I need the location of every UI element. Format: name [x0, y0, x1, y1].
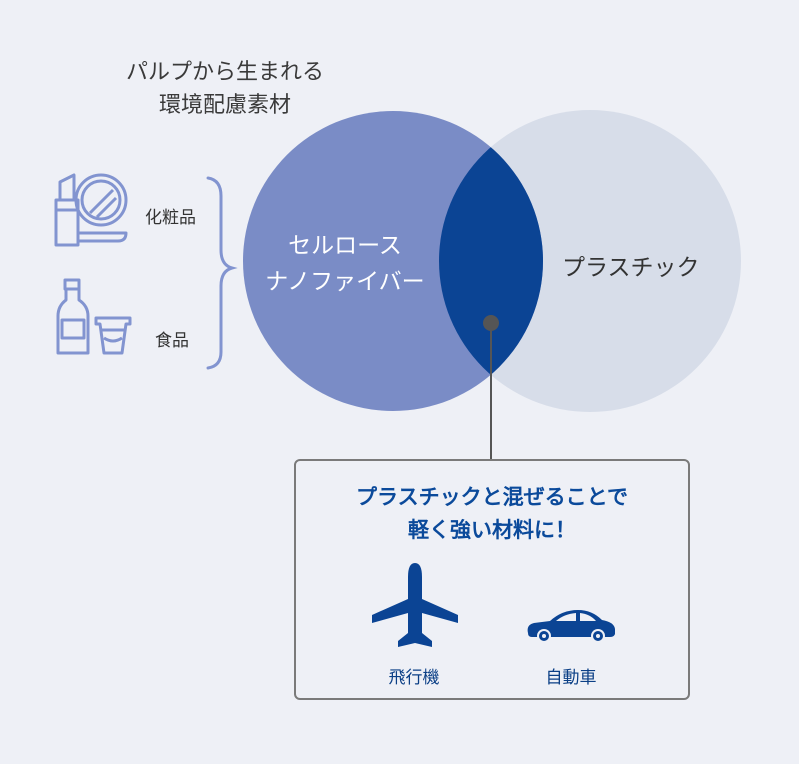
- heading-line-1: パルプから生まれる: [125, 60, 324, 85]
- heading-line-2: 環境配慮素材: [158, 93, 291, 118]
- cnf-label: セルロース ナノファイバー: [250, 228, 440, 300]
- food-label: 食品: [155, 331, 189, 351]
- car-icon: [527, 610, 615, 643]
- callout-line-1: プラスチックと混ぜることで: [356, 485, 628, 509]
- plastic-label: プラスチック: [562, 255, 700, 281]
- diagram-heading: パルプから生まれる 環境配慮素材: [100, 56, 350, 122]
- callout-box: プラスチックと混ぜることで 軽く強い材料に！ 飛行機 自動車: [294, 459, 690, 700]
- airplane-icon: [372, 563, 458, 647]
- cnf-label-line-1: セルロース: [288, 233, 402, 259]
- food-icon: [56, 278, 132, 355]
- overlap-region: [439, 111, 543, 411]
- bracket-icon: [206, 176, 238, 370]
- callout-line-2: 軽く強い材料に！: [408, 518, 576, 542]
- connector-dot: [483, 315, 499, 331]
- cosmetics-icon: [54, 173, 128, 247]
- callout-message: プラスチックと混ぜることで 軽く強い材料に！: [296, 481, 688, 547]
- airplane-label: 飛行機: [388, 668, 440, 688]
- cosmetics-label: 化粧品: [145, 208, 196, 228]
- car-label: 自動車: [545, 668, 597, 688]
- cnf-label-line-2: ナノファイバー: [265, 269, 425, 295]
